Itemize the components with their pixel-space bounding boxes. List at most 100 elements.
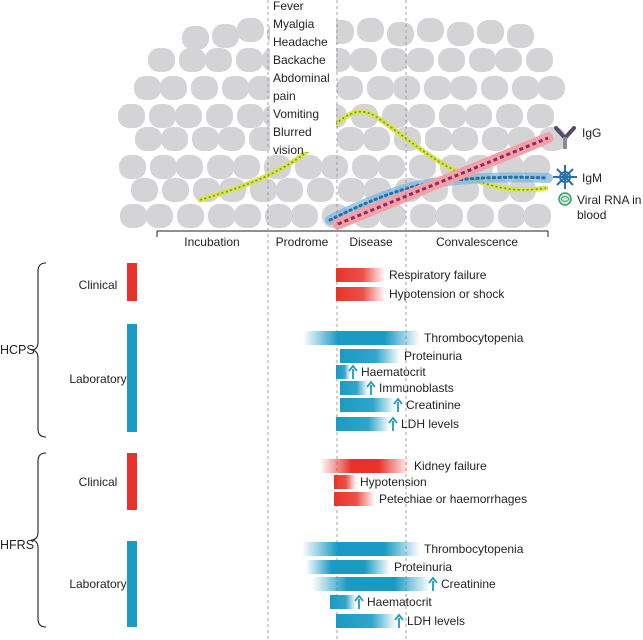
cell: [507, 24, 534, 48]
cell: [162, 178, 189, 202]
cell: [192, 127, 219, 151]
cell: [234, 204, 261, 228]
cell: [387, 22, 414, 46]
cell: [265, 204, 292, 228]
cell: [208, 204, 235, 228]
finding-label: Proteinuria: [394, 560, 452, 574]
cell: [233, 155, 260, 179]
cell: [538, 76, 565, 100]
cell: [222, 76, 249, 100]
phase-label: Disease: [349, 235, 393, 249]
cell: [161, 127, 188, 151]
group-name: HCPS: [0, 343, 35, 357]
cell: [450, 76, 477, 100]
cell: [496, 104, 523, 128]
finding-bar: [336, 365, 350, 379]
cell: [350, 48, 377, 72]
section-label: Laboratory: [69, 577, 126, 591]
cell: [357, 18, 384, 42]
cell: [337, 127, 364, 151]
cell: [512, 76, 539, 100]
laboratory-swatch: [127, 324, 137, 432]
cell: [469, 48, 496, 72]
cell: [447, 22, 474, 46]
finding-label: Thrombocytopenia: [424, 542, 524, 556]
finding-bar: [330, 595, 356, 609]
cell: [131, 178, 158, 202]
viremia-curve-wave: [199, 110, 547, 201]
finding-label: Hypotension: [360, 475, 427, 489]
cell: [338, 178, 365, 202]
cell: [526, 48, 553, 72]
finding-label: Immunoblasts: [379, 381, 454, 395]
finding-bar: [340, 349, 400, 363]
cell: [393, 76, 420, 100]
finding-bar: [340, 381, 368, 395]
increase-arrow-icon: [394, 613, 404, 628]
increase-arrow-icon: [388, 416, 398, 431]
finding-bar: [340, 398, 395, 412]
group-brace: [30, 452, 47, 628]
cell: [352, 155, 379, 179]
cell: [118, 104, 145, 128]
finding-label: Hypotension or shock: [389, 287, 505, 301]
cell: [149, 104, 176, 128]
increase-arrow-icon: [366, 380, 376, 395]
cell: [498, 204, 525, 228]
finding-label: Proteinuria: [404, 349, 462, 363]
cell: [408, 104, 435, 128]
cell: [439, 104, 466, 128]
cell: [179, 48, 206, 72]
cell: [363, 127, 390, 151]
cell: [146, 204, 173, 228]
group-brace: [30, 262, 47, 438]
finding-bar: [334, 475, 356, 489]
finding-label: Haematocrit: [367, 595, 432, 609]
section-label: Clinical: [79, 278, 118, 292]
cell: [120, 204, 147, 228]
phase-label: Prodrome: [276, 235, 329, 249]
cell: [295, 155, 322, 179]
finding-bar: [312, 577, 430, 591]
finding-label: Haematocrit: [361, 365, 426, 379]
symptom-label: vision: [273, 143, 304, 157]
symptom-list: FeverMyalgiaHeadacheBackacheAbdominalpai…: [270, 0, 336, 157]
cell: [134, 76, 161, 100]
cell: [417, 18, 444, 42]
section-label: Clinical: [79, 475, 118, 489]
cell: [467, 204, 494, 228]
cell: [119, 155, 146, 179]
finding-bar: [336, 268, 385, 282]
finding-label: Thrombocytopenia: [424, 331, 524, 345]
cell: [524, 204, 551, 228]
cell-background: [118, 18, 566, 228]
cell: [218, 127, 245, 151]
cell: [191, 76, 218, 100]
cell: [465, 104, 492, 128]
igm-antibody-icon: [553, 165, 577, 189]
cell: [407, 48, 434, 72]
phase-separators: [267, 0, 407, 640]
cell: [276, 178, 303, 202]
symptom-label: Fever: [273, 0, 304, 13]
cell: [160, 76, 187, 100]
finding-bar: [303, 331, 420, 345]
legend-igm: IgM: [582, 171, 602, 185]
cell: [175, 104, 202, 128]
symptom-label: Abdominal: [273, 71, 330, 85]
increase-arrow-icon: [393, 397, 403, 412]
cell: [382, 104, 409, 128]
curves: [197, 109, 554, 230]
finding-label: LDH levels: [401, 417, 459, 431]
cell: [424, 76, 451, 100]
finding-bar: [334, 492, 375, 506]
finding-bar: [306, 560, 390, 574]
symptom-label: pain: [273, 89, 296, 103]
igg-band-core: [337, 136, 549, 226]
finding-bar: [302, 542, 420, 556]
cell: [248, 76, 275, 100]
cell: [236, 48, 263, 72]
cell: [436, 204, 463, 228]
cell: [527, 104, 554, 128]
